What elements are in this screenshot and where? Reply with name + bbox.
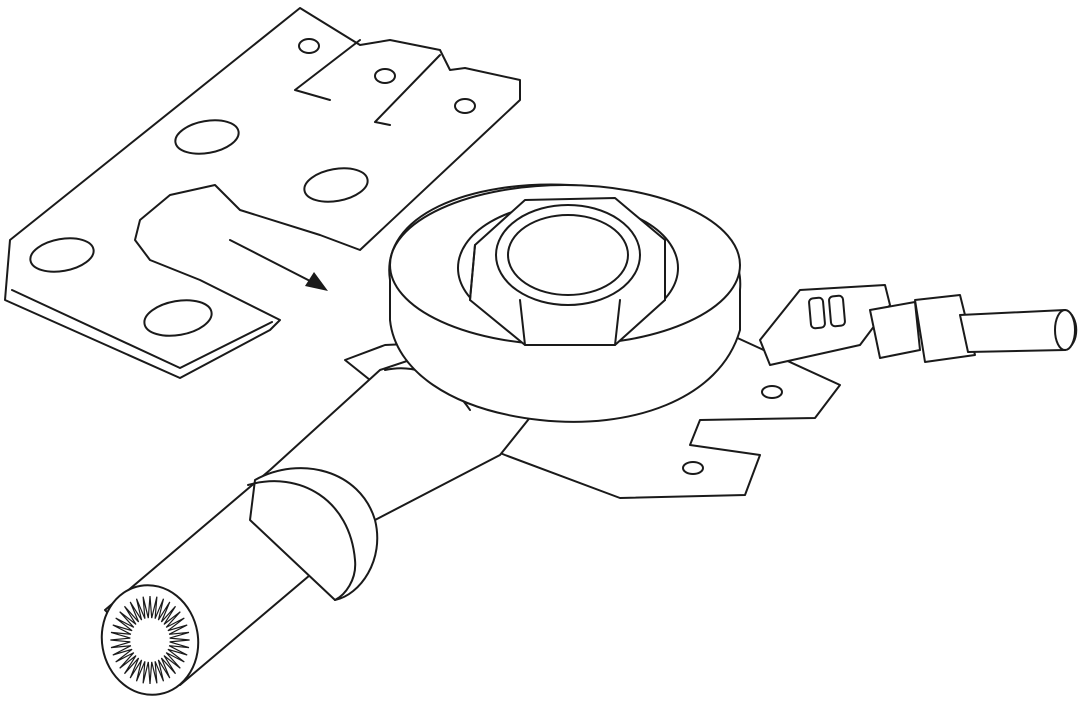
plate-hole <box>174 119 240 155</box>
plate-hole <box>298 38 320 54</box>
tube-opening <box>100 584 200 696</box>
gas-connector <box>759 284 1078 366</box>
bracket-hole <box>761 385 783 399</box>
bracket-hole <box>682 461 704 475</box>
direction-arrow <box>229 239 328 291</box>
burner-tube <box>104 339 561 686</box>
flame-port-star <box>110 595 190 685</box>
plate-hole <box>374 68 396 84</box>
plate-hole <box>454 98 476 114</box>
burner-ring <box>388 183 742 423</box>
flame-port-ring <box>110 595 190 685</box>
plate-hole <box>143 299 213 337</box>
mounting-plate <box>4 7 521 379</box>
plate-hole <box>29 237 95 273</box>
plate-hole <box>303 167 369 203</box>
